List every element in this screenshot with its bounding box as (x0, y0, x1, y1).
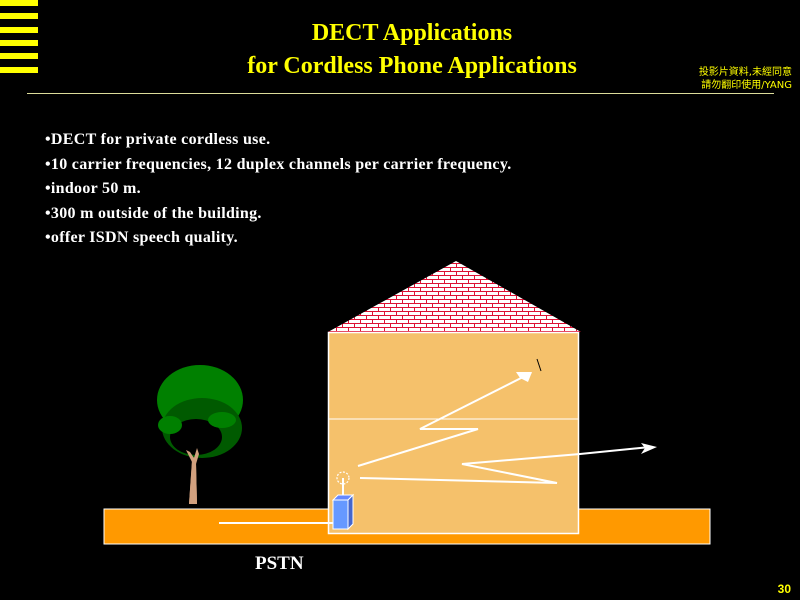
radio-signal-paths (357, 372, 651, 484)
stripe (0, 53, 38, 59)
slide-title-line2: for Cordless Phone Applications (247, 53, 577, 79)
arrowhead-icon (516, 372, 532, 382)
bullet-item: offer ISDN speech quality. (45, 226, 512, 251)
bullet-item: 300 m outside of the building. (45, 202, 512, 227)
copyright-note: 投影片資料,未經同意 請勿翻印使用/YANG (699, 66, 792, 92)
stripe (0, 13, 38, 19)
stripe (0, 67, 38, 73)
stripe (0, 0, 38, 6)
bullet-item: 10 carrier frequencies, 12 duplex channe… (45, 153, 512, 178)
bullet-item: DECT for private cordless use. (45, 128, 512, 153)
copyright-note-line1: 投影片資料,未經同意 (698, 67, 792, 78)
pstn-label: PSTN (255, 553, 304, 574)
roof (328, 261, 581, 332)
copyright-note-line2: 請勿翻印使用/YANG (701, 80, 792, 91)
bullet-item: indoor 50 m. (45, 177, 512, 202)
house (327, 331, 580, 535)
page-number: 30 (777, 582, 791, 596)
title-divider (27, 93, 774, 94)
base-station-icon (331, 471, 355, 531)
arrowhead-icon (641, 443, 657, 454)
tree-icon (157, 365, 243, 504)
slide-title-line1: DECT Applications (311, 20, 513, 46)
stripe (0, 27, 38, 33)
handset-mark (536, 358, 542, 372)
stripe (0, 40, 38, 46)
bullet-list: DECT for private cordless use. 10 carrie… (45, 128, 512, 251)
